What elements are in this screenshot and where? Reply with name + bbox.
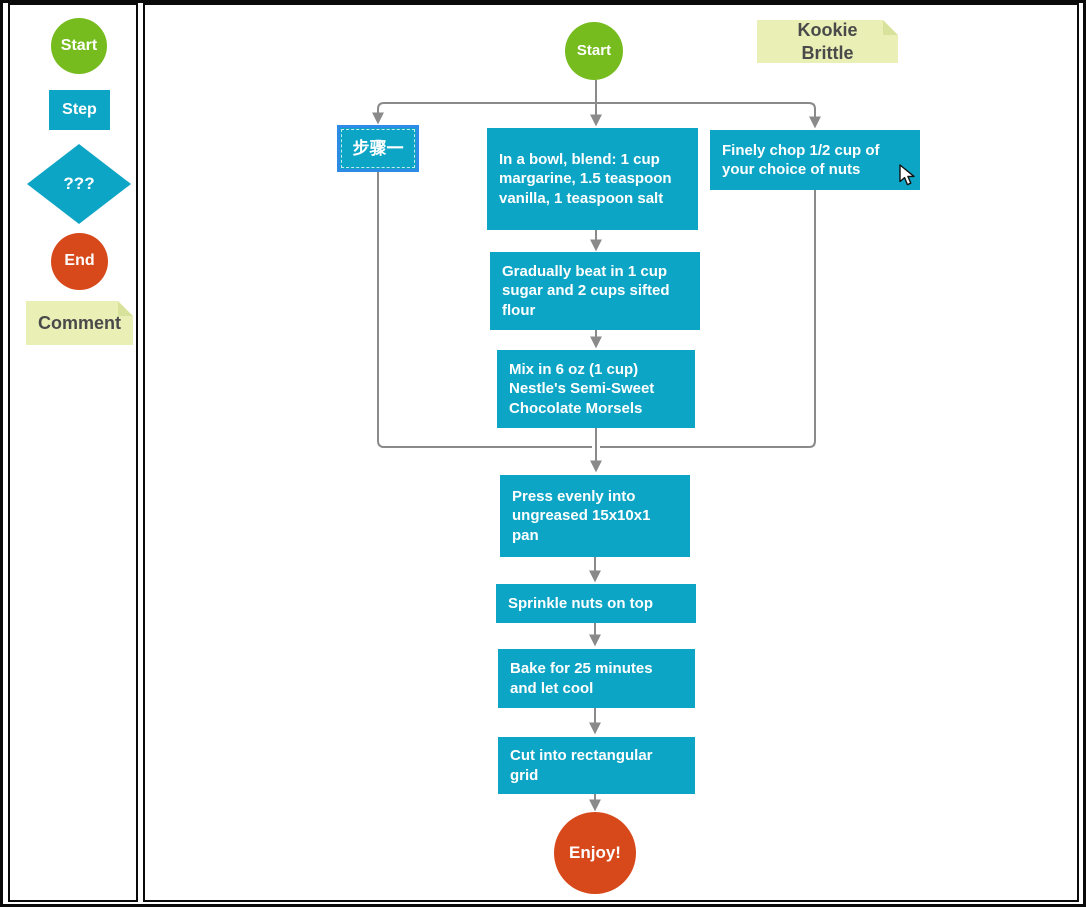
palette-end-shape[interactable]: End	[51, 233, 108, 290]
node-beat-sugar-flour[interactable]: Gradually beat in 1 cup sugar and 2 cups…	[490, 252, 700, 330]
node-enjoy[interactable]: Enjoy!	[554, 812, 636, 894]
mouse-cursor-icon	[899, 164, 915, 186]
palette-start-shape[interactable]: Start	[51, 18, 107, 74]
node-mix-morsels[interactable]: Mix in 6 oz (1 cup) Nestle's Semi-Sweet …	[497, 350, 695, 428]
node-chop-nuts[interactable]: Finely chop 1/2 cup of your choice of nu…	[710, 130, 920, 190]
comment-kookie-brittle[interactable]: Kookie Brittle	[757, 20, 898, 63]
node-bake[interactable]: Bake for 25 minutes and let cool	[498, 649, 695, 708]
node-start[interactable]: Start	[565, 22, 623, 80]
node-sprinkle-nuts[interactable]: Sprinkle nuts on top	[496, 584, 696, 623]
palette-step-shape[interactable]: Step	[49, 90, 110, 130]
node-step-one[interactable]: 步骤一	[337, 125, 419, 172]
node-cut-grid[interactable]: Cut into rectangular grid	[498, 737, 695, 794]
shape-palette: Start Step ??? End Comment	[8, 3, 138, 902]
node-blend[interactable]: In a bowl, blend: 1 cup margarine, 1.5 t…	[487, 128, 698, 230]
palette-decision-shape[interactable]: ???	[27, 144, 131, 224]
palette-comment-shape[interactable]: Comment	[26, 301, 133, 345]
node-press-pan[interactable]: Press evenly into ungreased 15x10x1 pan	[500, 475, 690, 557]
